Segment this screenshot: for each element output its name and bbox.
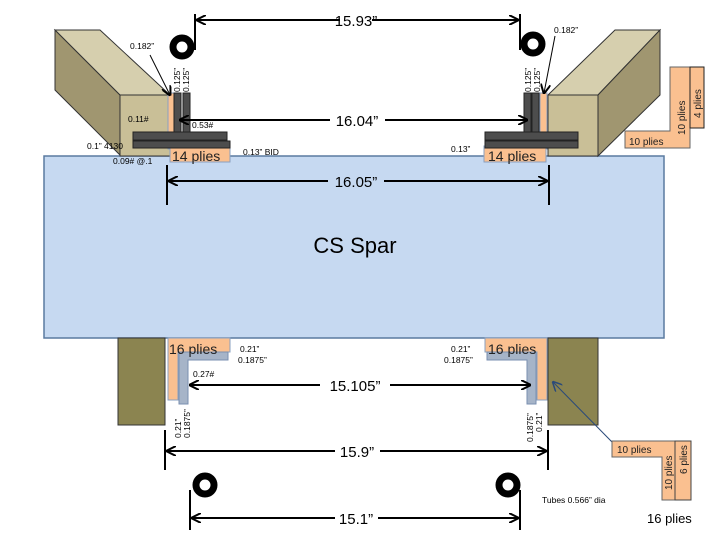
br-t1: 0.21”	[451, 344, 471, 354]
spar-label: CS Spar	[313, 233, 396, 258]
tl-plate2: 0.125”	[181, 68, 191, 92]
ply-legend-top: 10 plies 10 plies 4 plies	[624, 66, 705, 149]
br-plies: 16 plies	[488, 341, 536, 357]
tr-plate2: 0.125”	[532, 68, 542, 92]
tl-base: 0.1” 4130	[87, 141, 123, 151]
tl-ply-thk: 0.182”	[130, 41, 154, 51]
tl-base-wt: 0.09# @.1	[113, 156, 153, 166]
tube-top-right	[520, 31, 546, 57]
left-bottom-block	[117, 337, 166, 426]
cs-spar	[43, 155, 665, 339]
right-bottom-angle	[484, 337, 548, 405]
dim-bottom-inner: 15.105”	[330, 378, 381, 395]
bl-v1: 0.21”	[173, 418, 183, 438]
legend-bottom-horizontal: 10 plies	[617, 445, 651, 456]
bl-t1: 0.21”	[240, 344, 260, 354]
dim-top-tubes: 15.93”	[335, 13, 378, 30]
legend-bottom-total: 16 plies	[647, 511, 692, 526]
legend-pointer-arrow	[553, 382, 613, 443]
tube-bottom-left	[192, 472, 218, 498]
legend-top-vertical1: 10 plies	[677, 101, 688, 135]
tl-block-wt: 0.11#	[128, 114, 149, 124]
left-bottom-angle	[167, 337, 231, 405]
dim-bottom-tubes: 15.1”	[339, 511, 373, 528]
left-tee-section	[132, 92, 231, 163]
bl-v2: 0.1875”	[182, 409, 192, 438]
dim-bottom-outer: 15.9”	[340, 444, 374, 461]
dim-spar-top: 16.05”	[335, 174, 378, 191]
tr-plate1: 0.125”	[523, 68, 533, 92]
br-v1: 0.1875”	[525, 413, 535, 442]
tr-base: 0.13”	[451, 144, 471, 154]
ply-legend-bottom: 10 plies 10 plies 6 plies 16 plies	[611, 440, 692, 526]
br-t2: 0.1875”	[444, 355, 473, 365]
bl-plies: 16 plies	[169, 341, 217, 357]
legend-top-horizontal: 10 plies	[629, 137, 663, 148]
tl-bid: 0.13” BID	[243, 147, 279, 157]
dim-top-inner: 16.04”	[336, 113, 379, 130]
legend-bottom-vertical2: 6 plies	[679, 445, 690, 474]
bl-t2: 0.1875”	[238, 355, 267, 365]
legend-bottom-vertical1: 10 plies	[664, 456, 675, 490]
tr-plies: 14 plies	[488, 148, 536, 164]
right-tee-section	[483, 92, 579, 163]
tube-bottom-right	[495, 472, 521, 498]
bl-angle-wt: 0.27#	[193, 369, 215, 379]
br-v2: 0.21”	[534, 412, 544, 432]
tl-tee-wt: 0.53#	[192, 120, 214, 130]
tr-ply-thk: 0.182”	[554, 25, 578, 35]
tube-top-left	[169, 34, 195, 60]
tl-plies: 14 plies	[172, 148, 220, 164]
right-bottom-block	[547, 337, 599, 426]
legend-top-vertical2: 4 plies	[693, 89, 704, 118]
tl-plate1: 0.125”	[172, 68, 182, 92]
tubes-note: Tubes 0.566” dia	[542, 495, 606, 505]
